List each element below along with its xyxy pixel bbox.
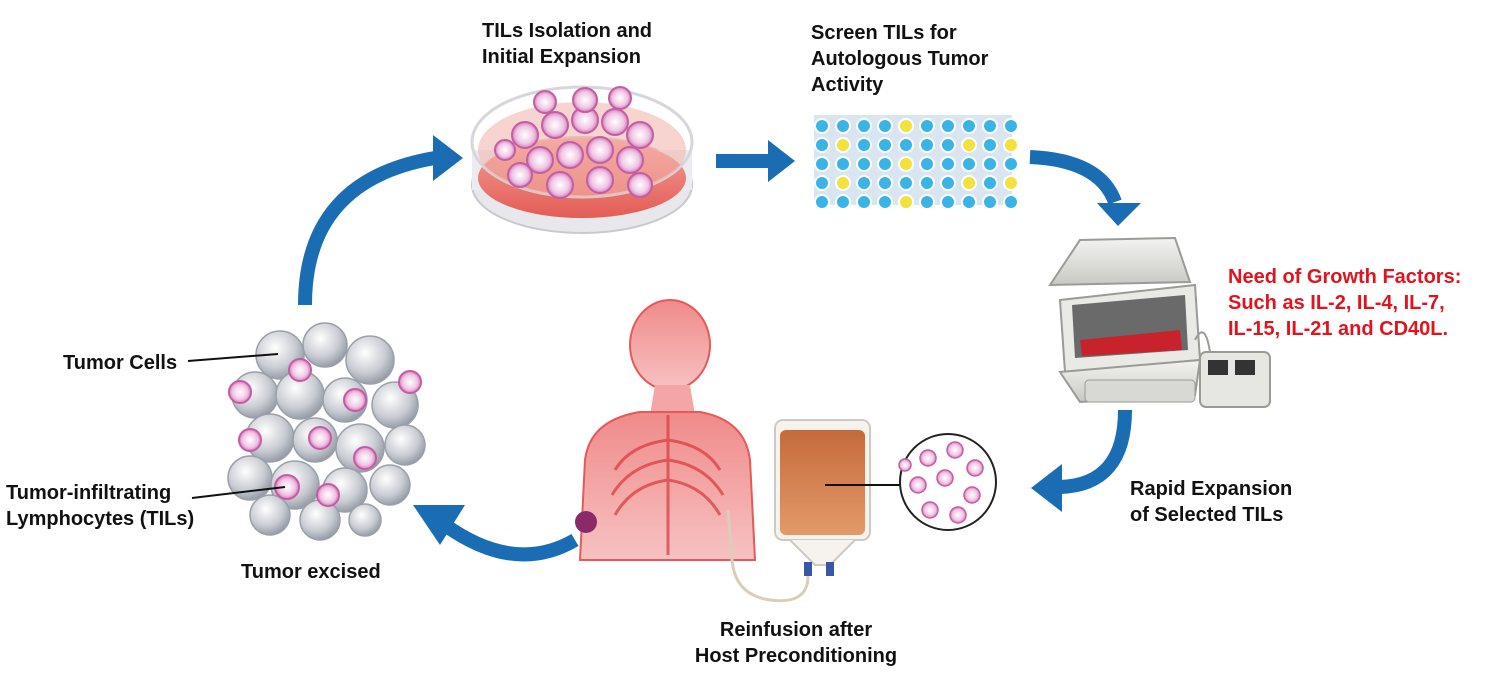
iv-bag-icon xyxy=(726,419,905,603)
rapid-expansion-line2: of Selected TILs xyxy=(1130,504,1284,526)
arrow-head-isolation xyxy=(433,135,463,181)
plate-well xyxy=(940,137,956,153)
plate-well xyxy=(877,118,893,134)
plate-well xyxy=(898,118,914,134)
plate-well xyxy=(877,156,893,172)
plate-well xyxy=(1003,194,1019,210)
plate-well xyxy=(961,194,977,210)
plate-well xyxy=(877,175,893,191)
plate-well xyxy=(940,175,956,191)
plate-well xyxy=(835,156,851,172)
plate-well xyxy=(940,118,956,134)
plate-well xyxy=(1003,137,1019,153)
arrow-to-isolation xyxy=(298,151,437,306)
plate-well xyxy=(835,175,851,191)
growth-factors-line1: Need of Growth Factors: xyxy=(1228,266,1462,288)
plate-well xyxy=(856,175,872,191)
growth-factors-line3: IL-15, IL-21 and CD40L. xyxy=(1228,318,1449,340)
plate-well xyxy=(877,137,893,153)
arrow-head-bioreactor xyxy=(1097,203,1141,226)
tumor-excised-label: Tumor excised xyxy=(241,561,381,583)
plate-well xyxy=(982,175,998,191)
plate-well xyxy=(940,194,956,210)
plate-well xyxy=(982,137,998,153)
plate-well xyxy=(856,194,872,210)
plate-well xyxy=(814,194,830,210)
tils-pointer xyxy=(191,486,286,499)
plate-well xyxy=(961,137,977,153)
plate-well xyxy=(961,118,977,134)
growth-factors-line2: Such as IL-2, IL-4, IL-7, xyxy=(1228,292,1445,314)
plate-well xyxy=(1003,156,1019,172)
cycle-arrows xyxy=(298,135,1141,562)
plate-well xyxy=(814,118,830,134)
bioreactor-icon xyxy=(1048,236,1271,408)
petri-dish-icon xyxy=(470,85,694,234)
arrow-head-tumor xyxy=(413,505,465,545)
reinfusion-line1: Reinfusion after xyxy=(719,619,873,641)
reinfusion-line2: Host Preconditioning xyxy=(694,645,898,667)
plate-well xyxy=(898,175,914,191)
reinfusion-label: Reinfusion after Host Preconditioning xyxy=(686,617,906,669)
arrow-to-tumor xyxy=(440,519,579,562)
tils-label-line1: Tumor-infiltrating xyxy=(6,482,172,504)
arrow-to-reinfusion xyxy=(1059,409,1132,494)
plate-well xyxy=(856,118,872,134)
plate-well xyxy=(961,156,977,172)
plate-well xyxy=(814,156,830,172)
cell-magnifier-icon xyxy=(898,433,997,531)
tumor-cluster-icon xyxy=(187,322,426,541)
plate-well xyxy=(1003,175,1019,191)
plate-well xyxy=(814,175,830,191)
plate-well xyxy=(961,175,977,191)
plate-well xyxy=(982,118,998,134)
plate-well xyxy=(856,156,872,172)
screen-label-line3: Activity xyxy=(811,74,884,96)
plate-well xyxy=(877,194,893,210)
plate-well xyxy=(835,118,851,134)
arrow-to-screen xyxy=(716,154,771,168)
human-body-icon xyxy=(575,299,757,561)
screen-label-line1: Screen TILs for xyxy=(811,22,957,44)
plate-well xyxy=(856,137,872,153)
isolation-label: TILs Isolation and Initial Expansion xyxy=(482,18,652,70)
plate-well xyxy=(919,156,935,172)
arrow-to-bioreactor xyxy=(1029,150,1122,205)
plate-well xyxy=(898,194,914,210)
rapid-expansion-line1: Rapid Expansion xyxy=(1130,478,1293,500)
tumor-cells-pointer xyxy=(187,353,279,362)
tils-label: Tumor-infiltrating Lymphocytes (TILs) xyxy=(6,480,194,532)
plate-well xyxy=(919,175,935,191)
growth-factors-label: Need of Growth Factors: Such as IL-2, IL… xyxy=(1228,264,1461,342)
plate-well xyxy=(982,156,998,172)
tumor-cells-label: Tumor Cells xyxy=(63,352,178,374)
plate-well xyxy=(1003,118,1019,134)
screen-label-line2: Autologous Tumor xyxy=(811,48,989,70)
isolation-label-line1: TILs Isolation and xyxy=(482,20,653,42)
arrow-head-screen xyxy=(768,140,795,182)
plate-well xyxy=(835,137,851,153)
tils-label-line2: Lymphocytes (TILs) xyxy=(6,508,195,530)
plate-well xyxy=(919,118,935,134)
plate-well xyxy=(940,156,956,172)
isolation-label-line2: Initial Expansion xyxy=(482,46,641,68)
screen-label: Screen TILs for Autologous Tumor Activit… xyxy=(811,20,988,98)
plate-well xyxy=(919,137,935,153)
plate-well xyxy=(919,194,935,210)
well-plate-icon xyxy=(814,115,1019,210)
arrow-head-reinfusion xyxy=(1031,464,1062,512)
plate-well xyxy=(898,137,914,153)
plate-well xyxy=(982,194,998,210)
plate-well xyxy=(835,194,851,210)
rapid-expansion-label: Rapid Expansion of Selected TILs xyxy=(1130,476,1292,528)
plate-well xyxy=(814,137,830,153)
plate-well xyxy=(898,156,914,172)
